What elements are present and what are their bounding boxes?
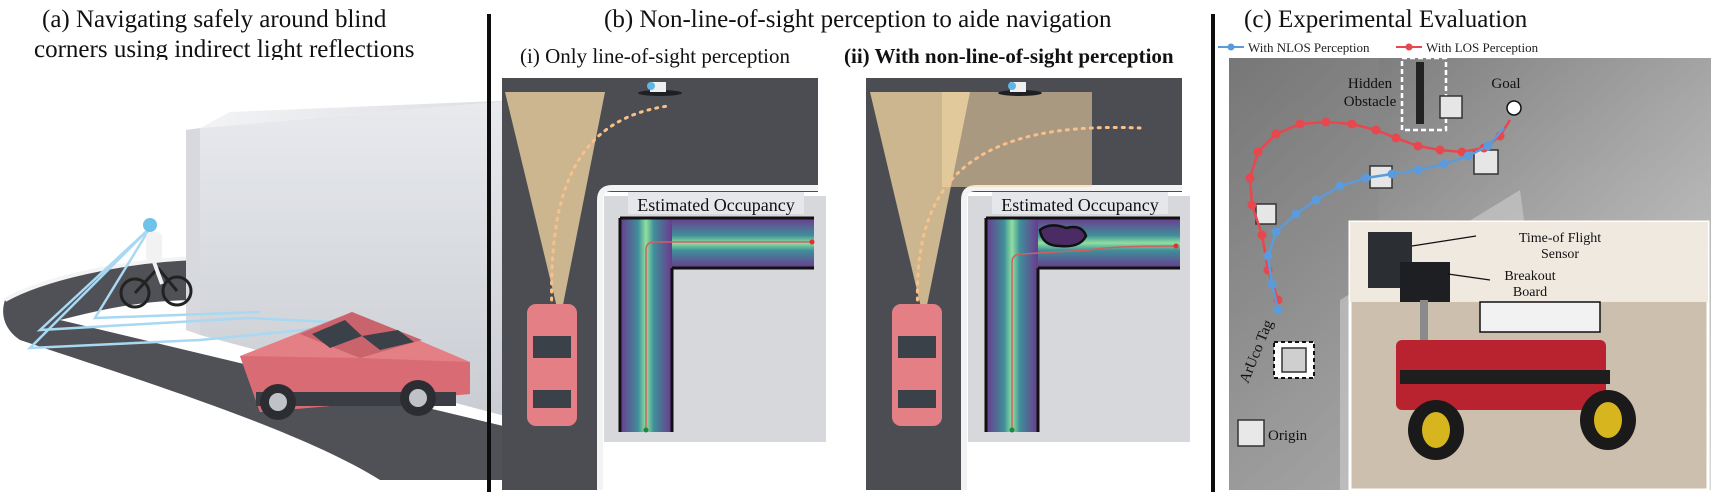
origin-tag (1237, 419, 1265, 447)
car-i (527, 304, 577, 426)
panel-c-title: (c) Experimental Evaluation (1244, 6, 1528, 33)
building-block (200, 100, 520, 420)
light-paths (26, 227, 346, 350)
panel-a-scene (0, 60, 520, 499)
panel-a-title-line1: (a) Navigating safely around blind (42, 6, 387, 33)
panel-a-title-line2: corners using indirect light reflections (34, 36, 415, 63)
breakout-line1: Breakout (1504, 269, 1555, 284)
panel-b-sub-ii: (ii) With non-line-of-sight perception (844, 44, 1174, 68)
scene-ii: Estimated Occupancy (866, 78, 1190, 490)
occupancy-label-ii: Estimated Occupancy (1001, 195, 1158, 215)
divider-b-c (1211, 14, 1215, 492)
car-a (240, 312, 470, 420)
scene-i: Estimated Occupancy (502, 78, 826, 490)
panel-b-sub-i: (i) Only line-of-sight perception (520, 44, 791, 68)
hidden-obstacle-box (1400, 56, 1448, 132)
occupancy-label-i: Estimated Occupancy (637, 195, 794, 215)
origin-label: Origin (1268, 428, 1308, 444)
legend: With NLOS Perception With LOS Perception (1218, 40, 1539, 55)
breakout-line2: Board (1513, 285, 1547, 300)
hidden-obstacle-line1: Hidden (1348, 76, 1393, 92)
panel-b-title: (b) Non-line-of-sight perception to aide… (604, 6, 1112, 33)
legend-los: With LOS Perception (1426, 40, 1539, 55)
hidden-obstacle-line2: Obstacle (1344, 94, 1397, 110)
goal-marker (1506, 100, 1522, 116)
tof-line2: Sensor (1541, 247, 1579, 262)
tof-line1: Time-of Flight (1519, 231, 1601, 246)
legend-nlos: With NLOS Perception (1248, 40, 1370, 55)
divider-a-b (487, 14, 491, 492)
robot-inset: Time-of Flight Sensor Breakout Board (1348, 220, 1710, 492)
goal-label: Goal (1491, 76, 1520, 92)
car-ii (892, 304, 942, 426)
cyclist (119, 218, 193, 309)
